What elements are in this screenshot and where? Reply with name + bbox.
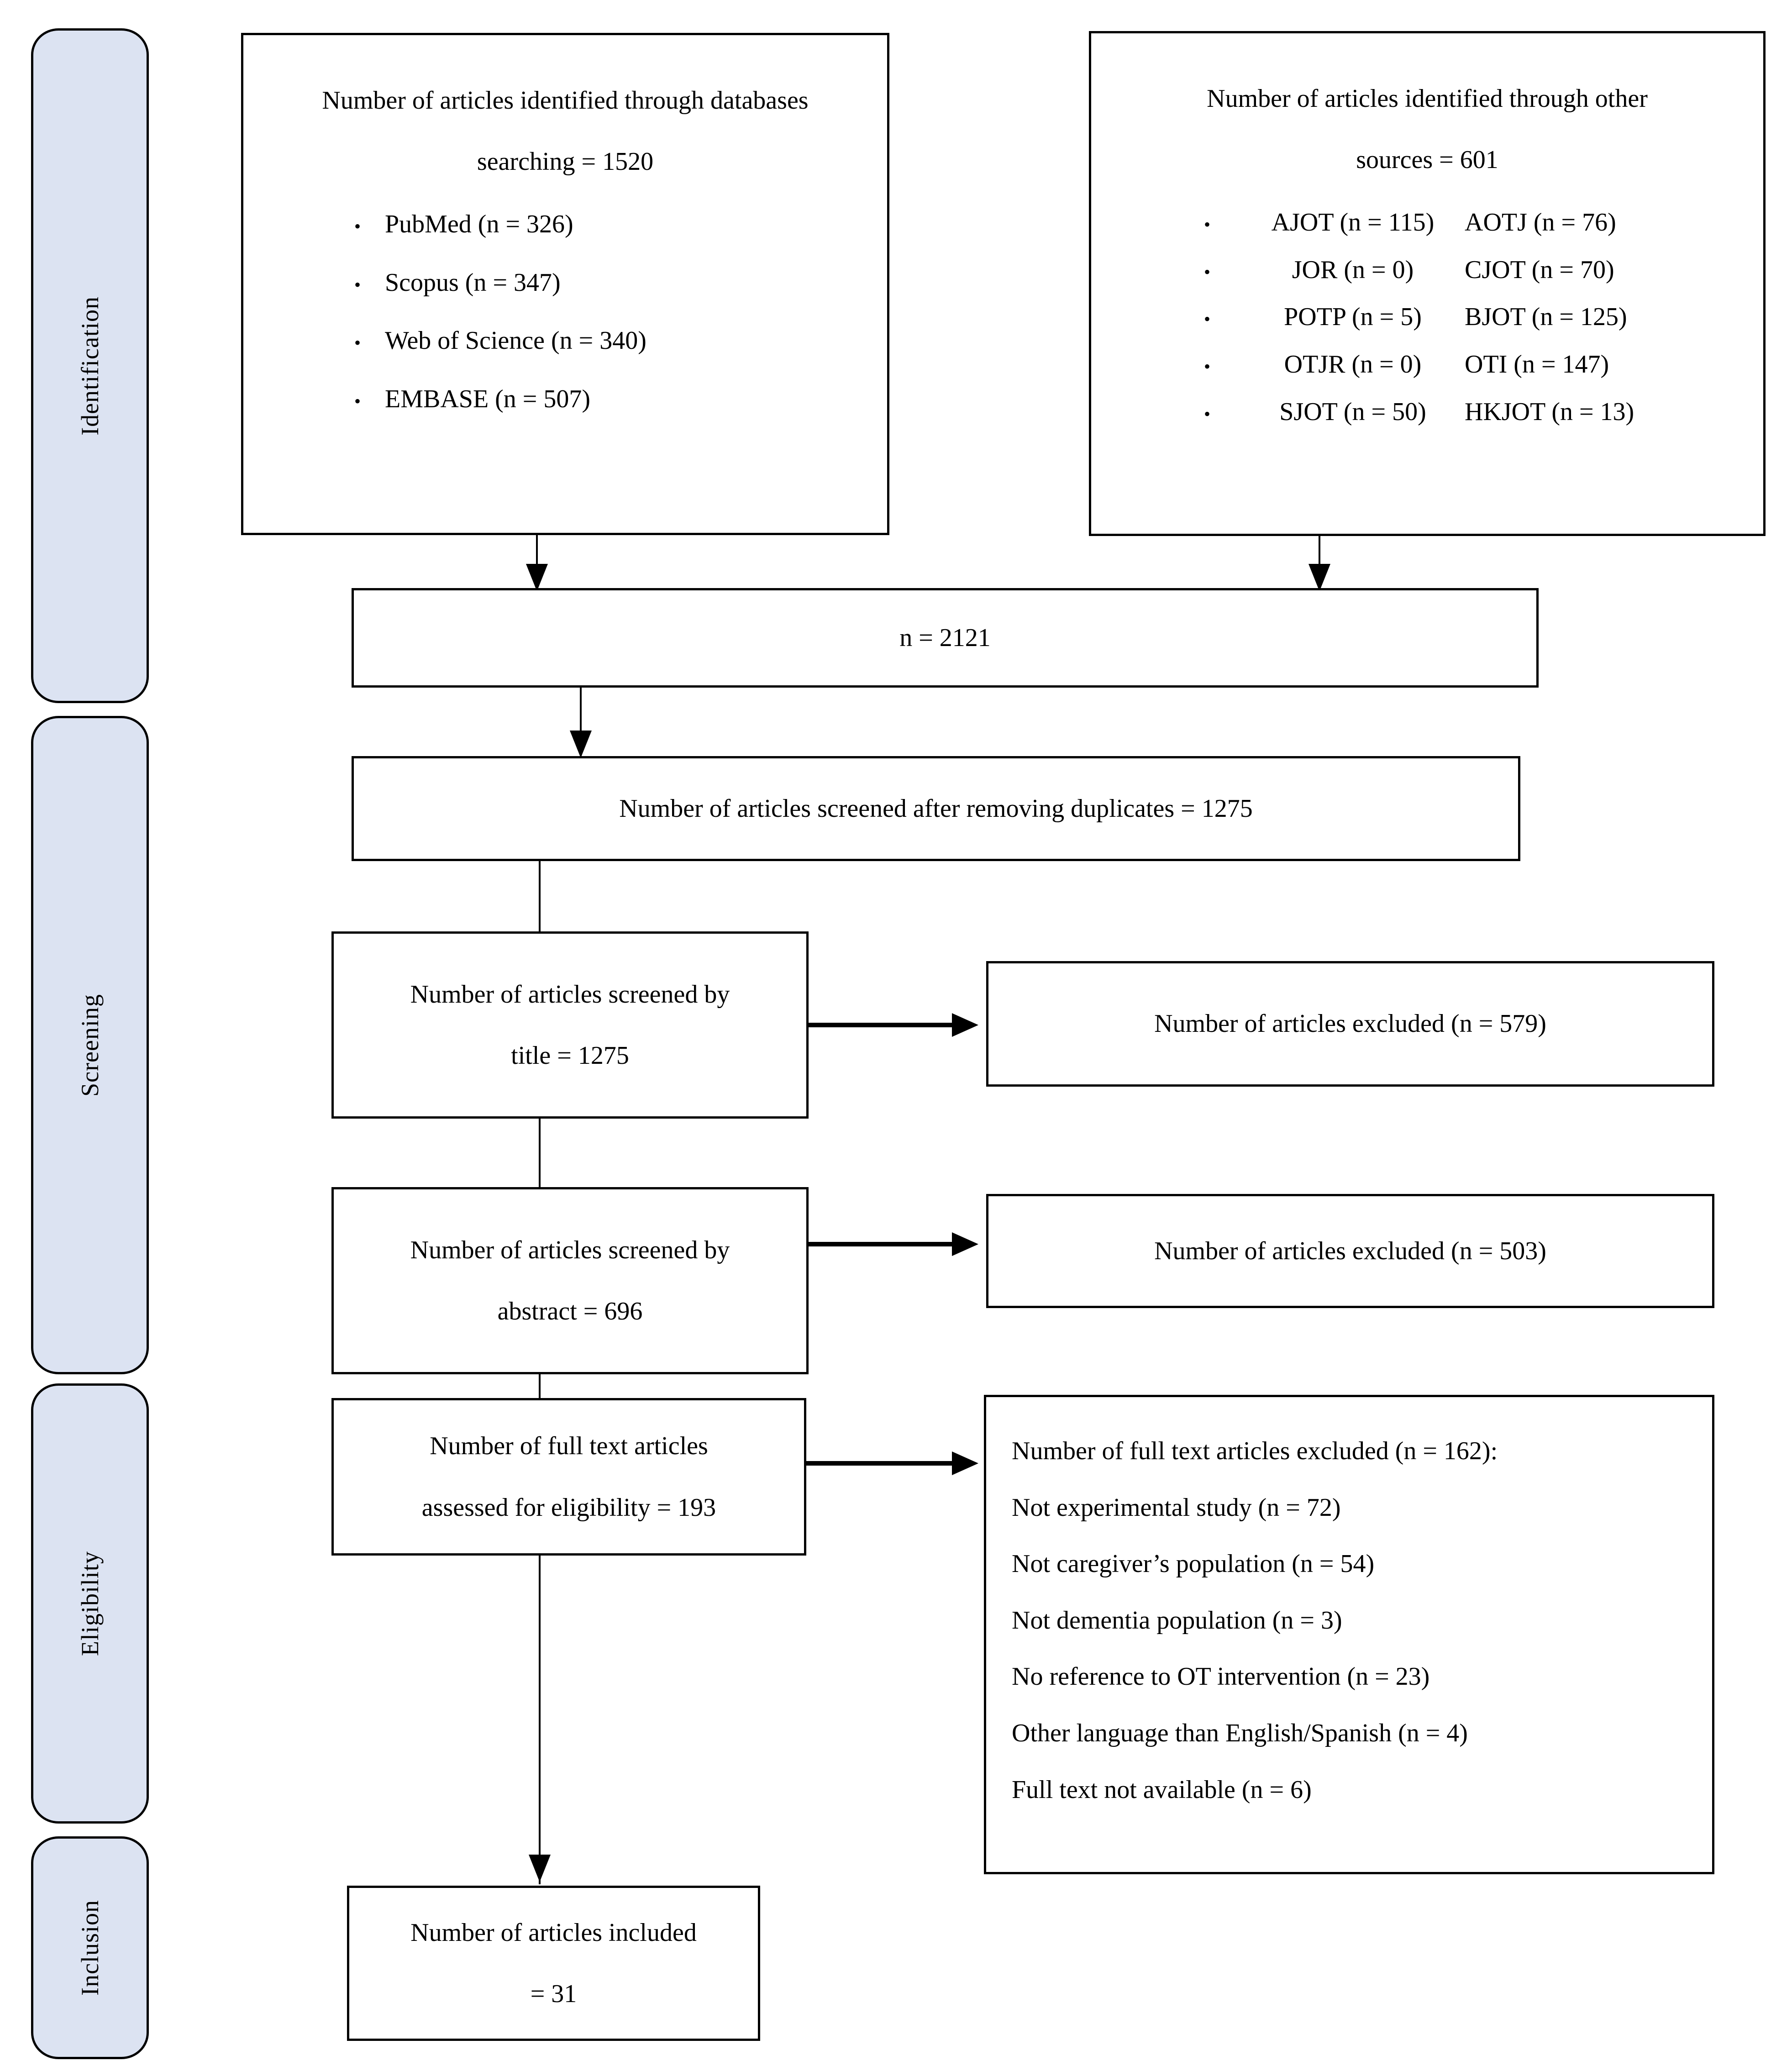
exclusion-reason: Full text not available (n = 6)	[1012, 1775, 1312, 1804]
fulltext-excluded-reason-list: Number of full text articles excluded (n…	[986, 1437, 1712, 1804]
connector-abstract-screen-to-excluded	[809, 1242, 955, 1246]
exclusion-reason: No reference to OT intervention (n = 23)	[1012, 1662, 1430, 1691]
fulltext-assessed-line1: Number of full text articles	[430, 1432, 708, 1461]
bullet-dot-icon: •	[354, 216, 361, 237]
title-excluded-text: Number of articles excluded (n = 579)	[1154, 1009, 1546, 1038]
journal-item-label-right: CJOT (n = 70)	[1465, 255, 1614, 284]
combined-total-text: n = 2121	[899, 623, 991, 652]
abstract-screen-line2: abstract = 696	[497, 1297, 643, 1325]
database-item-label: EMBASE (n = 507)	[385, 384, 591, 413]
arrow-right-icon	[952, 1232, 978, 1256]
abstract-screen-line1: Number of articles screened by	[410, 1235, 730, 1264]
other-sources-box-title: Number of articles identified through ot…	[1207, 84, 1648, 113]
journal-item-label-left: SJOT (n = 50)	[1279, 397, 1426, 426]
databases-bullet-list: • PubMed (n = 326) • Scopus (n = 347) • …	[243, 210, 887, 413]
arrow-right-icon	[952, 1013, 978, 1037]
after-duplicates-text: Number of articles screened after removi…	[619, 794, 1253, 823]
arrow-down-icon	[526, 564, 548, 591]
phase-identification: Identification	[31, 28, 149, 703]
list-item: • Web of Science (n = 340)	[330, 327, 887, 355]
box-articles-included: Number of articles included = 31	[347, 1886, 760, 2041]
arrow-down-icon	[1309, 564, 1330, 591]
connector-title-screen-to-excluded	[809, 1023, 955, 1027]
list-item: • Scopus (n = 347)	[330, 268, 887, 297]
bullet-dot-icon: •	[1203, 261, 1210, 282]
other-sources-box-subtitle: sources = 601	[1356, 146, 1498, 174]
exclusion-reason: Not experimental study (n = 72)	[1012, 1493, 1341, 1522]
box-fulltext-assessed: Number of full text articles assessed fo…	[331, 1398, 806, 1556]
title-screen-line1: Number of articles screened by	[410, 980, 730, 1009]
journal-item-label-left: OTJR (n = 0)	[1284, 350, 1422, 379]
list-item: • SJOT (n = 50) HKJOT (n = 13)	[1173, 398, 1763, 426]
bullet-dot-icon: •	[354, 390, 361, 411]
title-screen-line2: title = 1275	[511, 1041, 629, 1070]
journal-item-label-left: JOR (n = 0)	[1292, 255, 1414, 284]
box-fulltext-excluded: Number of full text articles excluded (n…	[984, 1395, 1714, 1874]
bullet-dot-icon: •	[354, 332, 361, 353]
connector-fulltext-to-excluded	[806, 1461, 955, 1466]
arrow-down-icon	[570, 731, 592, 758]
database-item-label: Web of Science (n = 340)	[385, 326, 646, 355]
connector-combined-to-duplicates	[580, 688, 582, 756]
list-item: • EMBASE (n = 507)	[330, 385, 887, 414]
phase-label-identification: Identification	[76, 296, 104, 436]
databases-box-title: Number of articles identified through da…	[322, 86, 809, 115]
exclusion-reason: Not dementia population (n = 3)	[1012, 1606, 1342, 1635]
connector-fulltext-to-included	[539, 1556, 541, 1884]
exclusion-reason: Not caregiver’s population (n = 54)	[1012, 1550, 1375, 1578]
bullet-dot-icon: •	[1203, 356, 1210, 377]
other-sources-bullet-list: • AJOT (n = 115) AOTJ (n = 76) • JOR (n …	[1091, 209, 1763, 445]
list-item: • JOR (n = 0) CJOT (n = 70)	[1173, 256, 1763, 284]
box-after-removing-duplicates: Number of articles screened after removi…	[352, 756, 1520, 861]
phase-label-eligibility: Eligibility	[76, 1551, 104, 1656]
box-screened-by-abstract: Number of articles screened by abstract …	[331, 1187, 809, 1374]
included-line1: Number of articles included	[410, 1918, 697, 1947]
box-excluded-by-title: Number of articles excluded (n = 579)	[986, 961, 1714, 1087]
journal-item-label-right: BJOT (n = 125)	[1465, 303, 1627, 331]
fulltext-excluded-heading: Number of full text articles excluded (n…	[1012, 1437, 1498, 1465]
list-item: • OTJR (n = 0) OTI (n = 147)	[1173, 350, 1763, 379]
phase-inclusion: Inclusion	[31, 1836, 149, 2059]
included-line2: = 31	[530, 1980, 577, 2008]
bullet-dot-icon: •	[1203, 309, 1210, 330]
phase-screening: Screening	[31, 716, 149, 1374]
arrow-right-icon	[952, 1451, 978, 1475]
journal-item-label-right: HKJOT (n = 13)	[1465, 397, 1634, 426]
bullet-dot-icon: •	[1203, 403, 1210, 424]
box-combined-total: n = 2121	[352, 588, 1539, 688]
box-excluded-by-abstract: Number of articles excluded (n = 503)	[986, 1194, 1714, 1308]
arrow-down-icon	[529, 1855, 551, 1882]
journal-item-label-left: POTP (n = 5)	[1284, 303, 1422, 331]
journal-item-label-right: OTI (n = 147)	[1465, 350, 1609, 379]
box-other-sources-identified: Number of articles identified through ot…	[1089, 31, 1766, 536]
list-item: • AJOT (n = 115) AOTJ (n = 76)	[1173, 209, 1763, 237]
phase-eligibility: Eligibility	[31, 1383, 149, 1824]
connector-duplicates-to-title-screen	[539, 861, 541, 936]
phase-label-inclusion: Inclusion	[76, 1900, 104, 1996]
connector-abstract-screen-to-fulltext	[539, 1374, 541, 1402]
phase-label-screening: Screening	[76, 994, 104, 1097]
database-item-label: Scopus (n = 347)	[385, 268, 561, 297]
box-screened-by-title: Number of articles screened by title = 1…	[331, 931, 809, 1119]
connector-title-screen-to-abstract-screen	[539, 1119, 541, 1194]
list-item: • PubMed (n = 326)	[330, 210, 887, 239]
abstract-excluded-text: Number of articles excluded (n = 503)	[1154, 1236, 1546, 1265]
database-item-label: PubMed (n = 326)	[385, 210, 573, 239]
fulltext-assessed-line2: assessed for eligibility = 193	[421, 1493, 716, 1522]
journal-item-label-left: AJOT (n = 115)	[1271, 208, 1435, 237]
journal-item-label-right: AOTJ (n = 76)	[1465, 208, 1616, 237]
exclusion-reason: Other language than English/Spanish (n =…	[1012, 1719, 1468, 1747]
box-databases-identified: Number of articles identified through da…	[241, 33, 889, 535]
bullet-dot-icon: •	[1203, 214, 1210, 235]
bullet-dot-icon: •	[354, 274, 361, 295]
databases-box-subtitle: searching = 1520	[477, 147, 654, 176]
list-item: • POTP (n = 5) BJOT (n = 125)	[1173, 303, 1763, 331]
